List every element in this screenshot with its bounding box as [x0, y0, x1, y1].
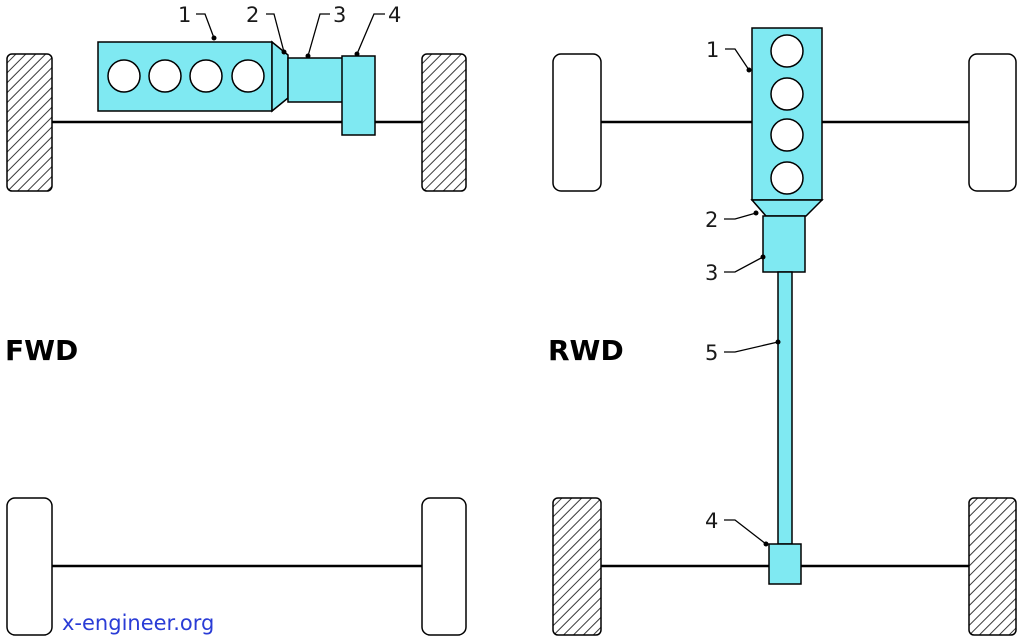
credit-text: x-engineer.org [62, 611, 214, 635]
fwd-layout: 1 2 3 4 FWD [5, 3, 467, 636]
fwd-cylinder-4 [231, 59, 265, 93]
fwd-label-2: 2 [246, 3, 259, 27]
rwd-label-5: 5 [705, 341, 718, 365]
rwd-cylinder-1 [770, 34, 804, 68]
rwd-driveshaft [777, 271, 793, 545]
fwd-leader-2 [266, 13, 285, 53]
fwd-leader-4 [356, 13, 385, 55]
fwd-cylinder-3 [189, 59, 223, 93]
fwd-front-right-wheel-driven [421, 53, 467, 192]
rwd-gearbox [762, 215, 806, 273]
fwd-cylinder-2 [148, 59, 182, 93]
rwd-leader-1 [725, 48, 750, 71]
rwd-differential [768, 543, 802, 585]
fwd-rear-right-wheel [421, 497, 467, 636]
fwd-label-3: 3 [333, 3, 346, 27]
rwd-front-left-wheel [552, 53, 602, 192]
rwd-leader-3 [724, 256, 764, 273]
fwd-leader-1 [196, 13, 215, 39]
fwd-label-4: 4 [388, 3, 401, 27]
rwd-layout: 1 2 3 5 4 RWD [548, 27, 1017, 636]
rwd-title: RWD [548, 334, 624, 367]
fwd-title: FWD [5, 334, 78, 367]
fwd-rear-left-wheel [6, 497, 53, 636]
rwd-front-right-wheel [968, 53, 1017, 192]
fwd-gearbox [287, 57, 344, 103]
rwd-label-3: 3 [705, 261, 718, 285]
rwd-rear-right-wheel-driven [968, 497, 1017, 636]
rwd-label-1: 1 [706, 38, 719, 62]
rwd-rear-left-wheel-driven [552, 497, 602, 636]
fwd-differential [341, 55, 376, 136]
rwd-leader-5 [724, 341, 779, 353]
fwd-label-1: 1 [178, 3, 191, 27]
rwd-label-4: 4 [705, 509, 718, 533]
rwd-clutch [750, 199, 824, 217]
rwd-cylinder-4 [770, 161, 804, 195]
fwd-cylinder-1 [107, 59, 141, 93]
fwd-leader-3 [307, 13, 330, 57]
rwd-leader-2 [724, 212, 757, 220]
rwd-label-2: 2 [705, 208, 718, 232]
rwd-leader-4 [724, 519, 767, 545]
rwd-cylinder-2 [770, 77, 804, 111]
rwd-cylinder-3 [770, 118, 804, 152]
fwd-front-left-wheel-driven [6, 53, 53, 192]
